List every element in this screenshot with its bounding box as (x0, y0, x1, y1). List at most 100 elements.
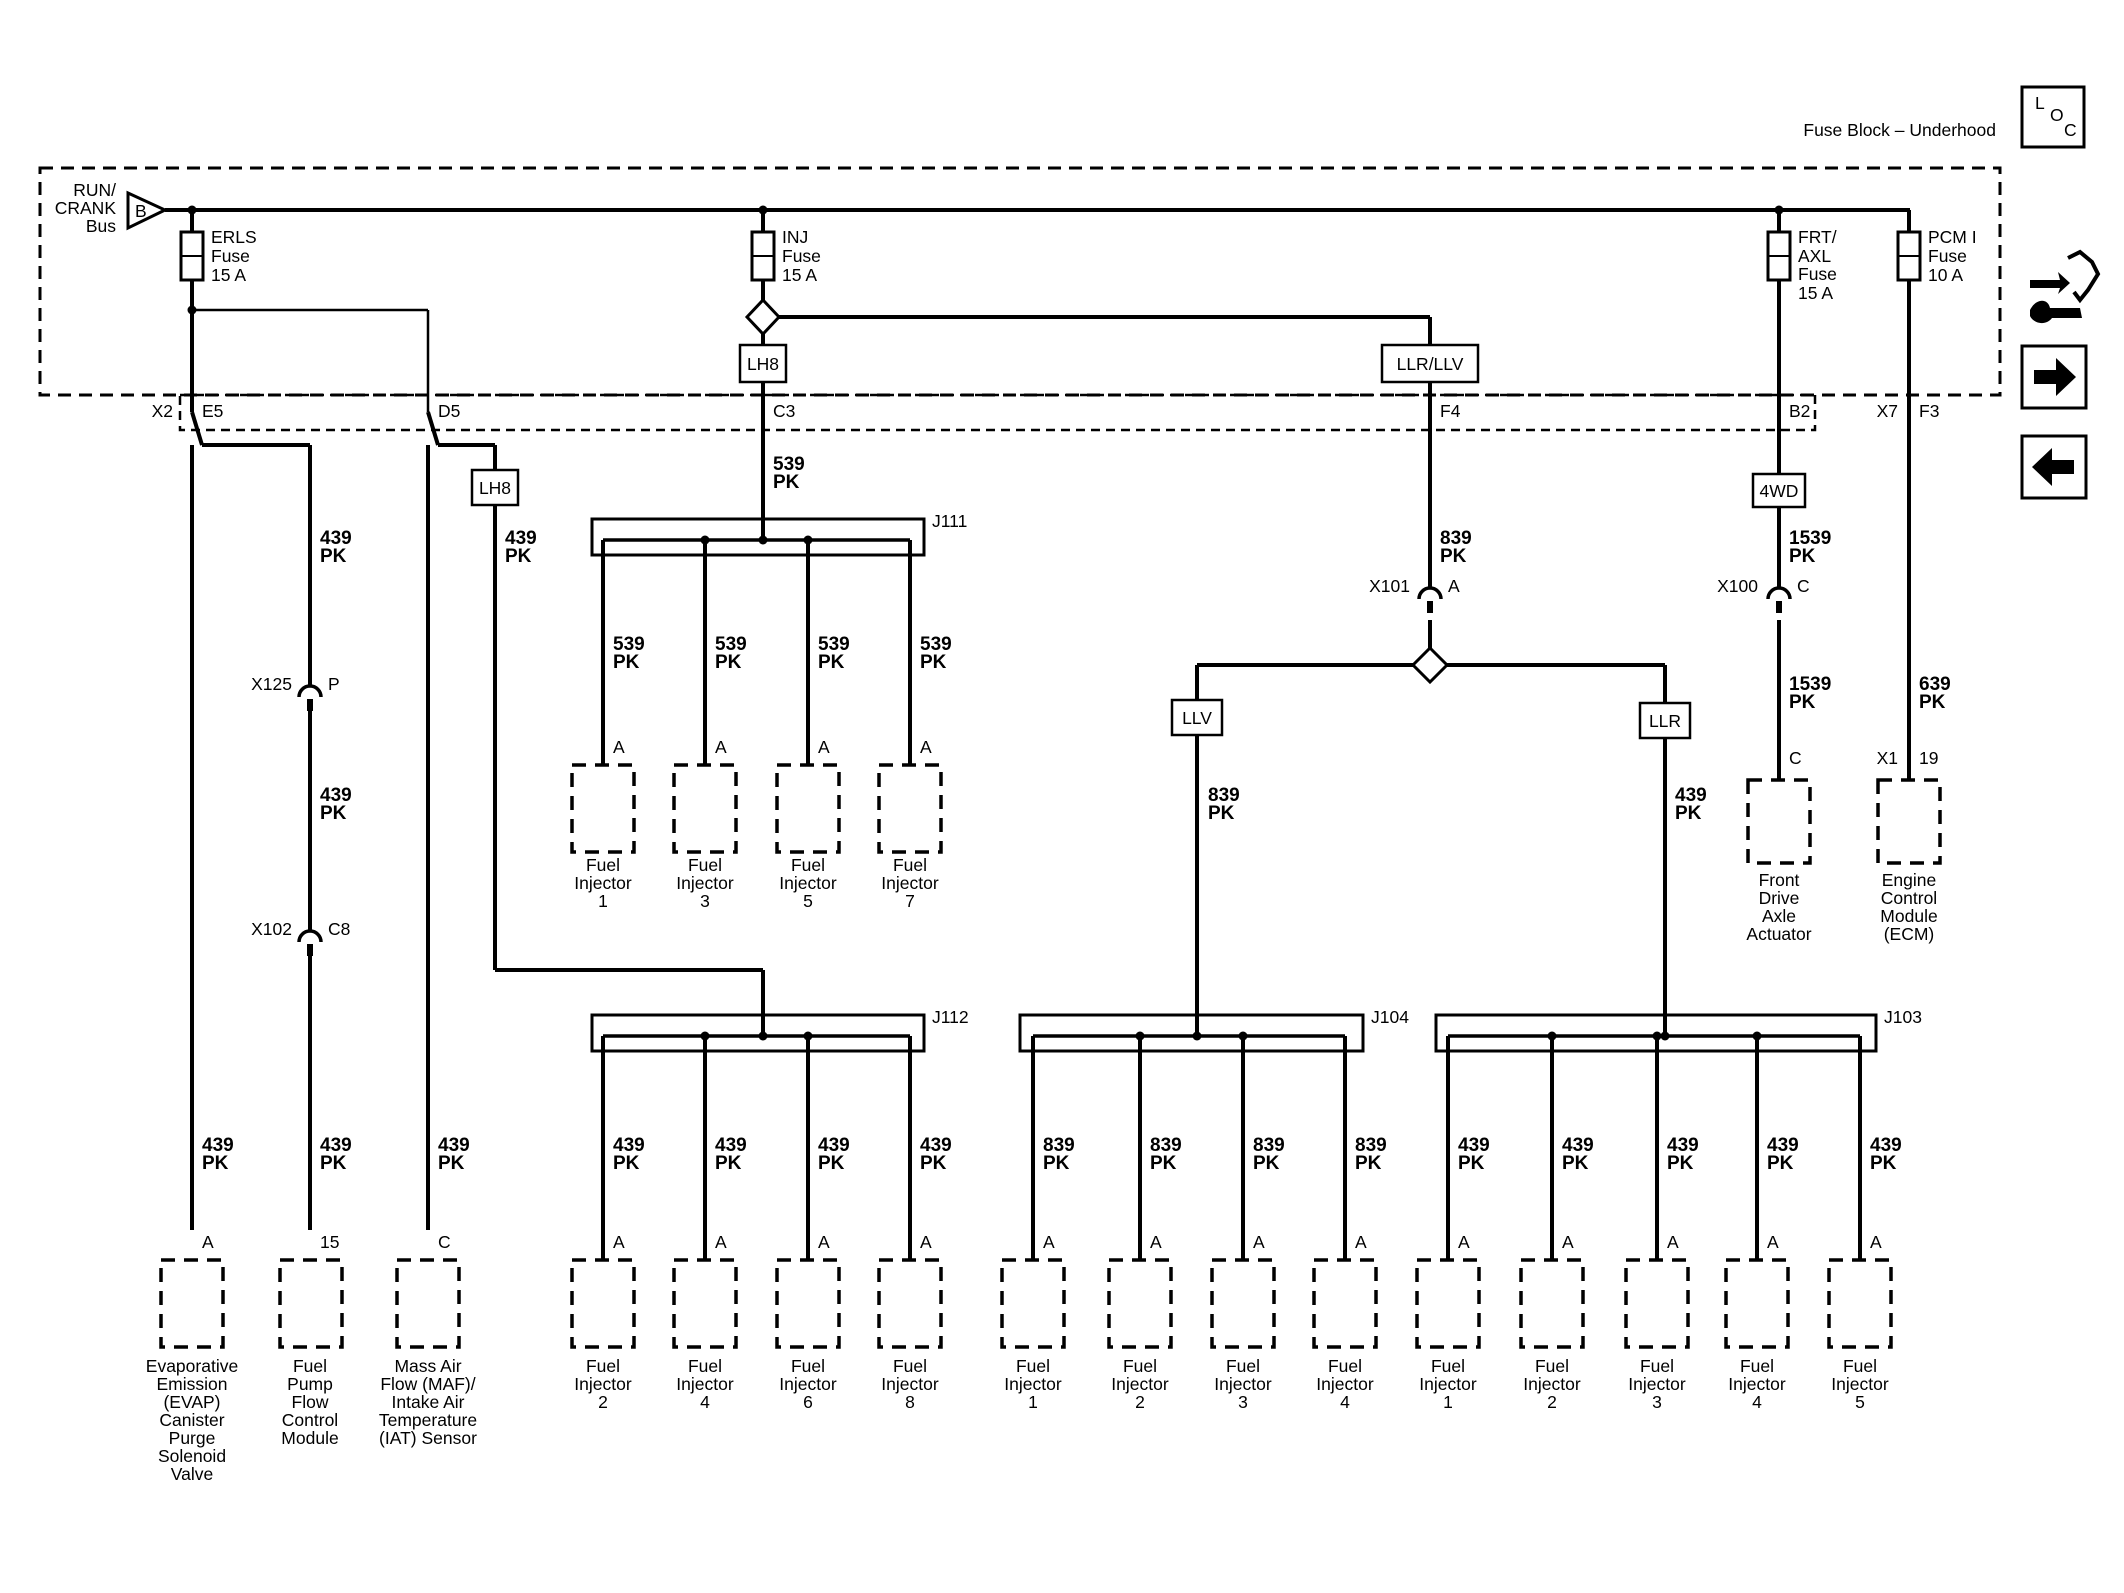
svg-text:439: 439 (320, 1135, 352, 1156)
svg-text:Injector: Injector (1419, 1374, 1477, 1394)
svg-text:LLR: LLR (1649, 711, 1681, 731)
service-tools-icon[interactable] (2030, 249, 2101, 324)
svg-text:5: 5 (1855, 1392, 1865, 1412)
svg-text:A: A (1767, 1232, 1779, 1252)
svg-text:PK: PK (715, 1153, 742, 1174)
splice-pack-j104: J104839PKAFuelInjector1839PKAFuelInjecto… (1000, 1007, 1409, 1412)
svg-text:PK: PK (1919, 692, 1946, 713)
component-evap-solenoid: A Evaporative Emission (EVAP) Canister P… (146, 1232, 238, 1484)
svg-text:Injector: Injector (574, 873, 632, 893)
svg-text:Control: Control (282, 1410, 338, 1430)
svg-text:1539: 1539 (1789, 674, 1831, 695)
svg-text:X101: X101 (1369, 576, 1410, 596)
svg-text:PK: PK (320, 546, 347, 567)
svg-text:439: 439 (202, 1135, 234, 1156)
svg-text:839: 839 (1208, 785, 1240, 806)
splice-pack-j103: J103439PKAFuelInjector1439PKAFuelInjecto… (1415, 1007, 1922, 1412)
svg-text:PK: PK (1789, 692, 1816, 713)
svg-text:Injector: Injector (1111, 1374, 1169, 1394)
svg-text:A: A (818, 1232, 830, 1252)
svg-text:3: 3 (1652, 1392, 1662, 1412)
svg-text:LLV: LLV (1182, 708, 1212, 728)
upper-wire-labels: 439 PK 439 PK 439 PK 539 PK 839 PK 839 P… (202, 454, 1951, 1174)
svg-text:2: 2 (1547, 1392, 1557, 1412)
svg-text:Injector: Injector (1316, 1374, 1374, 1394)
svg-text:X1: X1 (1877, 748, 1898, 768)
svg-text:4: 4 (1752, 1392, 1762, 1412)
svg-text:6: 6 (803, 1392, 813, 1412)
svg-text:Front: Front (1759, 870, 1800, 890)
svg-text:PK: PK (1253, 1153, 1280, 1174)
fuse-block-boundary (38, 166, 2002, 397)
bus-label-line2: CRANK (55, 198, 117, 218)
splice-label: J104 (1371, 1007, 1409, 1027)
svg-text:PK: PK (818, 1153, 845, 1174)
option-box-llv: LLV (1170, 698, 1224, 737)
svg-text:PK: PK (1675, 803, 1702, 824)
svg-text:LH8: LH8 (747, 354, 779, 374)
svg-text:(IAT) Sensor: (IAT) Sensor (379, 1428, 477, 1448)
svg-text:Fuel: Fuel (586, 855, 620, 875)
svg-text:PK: PK (920, 1153, 947, 1174)
svg-text:Injector: Injector (1831, 1374, 1889, 1394)
splice-pack-j112: J112439PKAFuelInjector2439PKAFuelInjecto… (570, 1007, 969, 1412)
svg-text:Fuel: Fuel (1640, 1356, 1674, 1376)
svg-text:539: 539 (613, 634, 645, 655)
svg-text:Fuel: Fuel (586, 1356, 620, 1376)
svg-text:639: 639 (1919, 674, 1951, 695)
svg-text:Fuel: Fuel (688, 1356, 722, 1376)
svg-text:2: 2 (598, 1392, 608, 1412)
bus-pin: B (135, 201, 147, 221)
svg-text:Solenoid: Solenoid (158, 1446, 226, 1466)
svg-text:439: 439 (1767, 1135, 1799, 1156)
component-maf-iat-sensor: C Mass Air Flow (MAF)/ Intake Air Temper… (379, 1232, 477, 1448)
svg-text:C3: C3 (773, 401, 795, 421)
svg-text:PK: PK (1355, 1153, 1382, 1174)
svg-text:A: A (1458, 1232, 1470, 1252)
svg-text:Injector: Injector (1728, 1374, 1786, 1394)
svg-text:1: 1 (1443, 1392, 1453, 1412)
location-icon[interactable]: L O C (2020, 85, 2086, 149)
svg-text:Injector: Injector (779, 873, 837, 893)
svg-text:C: C (1797, 576, 1810, 596)
svg-text:Injector: Injector (881, 873, 939, 893)
previous-page-arrow-icon[interactable] (2020, 434, 2088, 500)
svg-text:15 A: 15 A (1798, 283, 1833, 303)
svg-text:2: 2 (1135, 1392, 1145, 1412)
svg-text:PCM I: PCM I (1928, 227, 1977, 247)
svg-text:F4: F4 (1440, 401, 1461, 421)
svg-text:Fuel: Fuel (893, 855, 927, 875)
svg-text:A: A (1870, 1232, 1882, 1252)
next-page-arrow-icon[interactable] (2020, 344, 2088, 410)
svg-text:Intake Air: Intake Air (392, 1392, 465, 1412)
svg-text:Fuel: Fuel (1535, 1356, 1569, 1376)
svg-text:439: 439 (320, 528, 352, 549)
svg-text:5: 5 (803, 891, 813, 911)
svg-text:Fuel: Fuel (1843, 1356, 1877, 1376)
svg-text:Injector: Injector (1214, 1374, 1272, 1394)
svg-text:Module: Module (281, 1428, 338, 1448)
svg-text:PK: PK (920, 652, 947, 673)
svg-text:PK: PK (613, 1153, 640, 1174)
svg-text:A: A (1043, 1232, 1055, 1252)
svg-text:X7: X7 (1877, 401, 1898, 421)
svg-text:839: 839 (1440, 528, 1472, 549)
svg-text:Fuel: Fuel (1123, 1356, 1157, 1376)
erls-circuits (187, 280, 765, 1230)
svg-text:A: A (1355, 1232, 1367, 1252)
svg-text:Axle: Axle (1762, 906, 1796, 926)
svg-text:15 A: 15 A (782, 265, 817, 285)
loc-letter-l: L (2035, 93, 2045, 113)
component-engine-control-module: X1 19 Engine Control Module (ECM) (1876, 748, 1942, 944)
svg-text:Injector: Injector (881, 1374, 939, 1394)
svg-text:Fuse: Fuse (211, 246, 250, 266)
